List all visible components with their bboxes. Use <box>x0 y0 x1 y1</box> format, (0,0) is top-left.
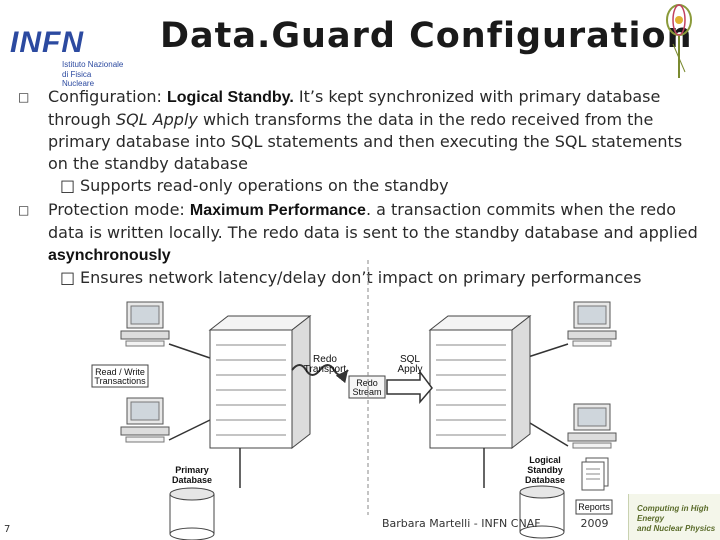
conference-line1: Computing in High Energy <box>637 504 709 523</box>
sql-apply-arrow <box>386 369 433 405</box>
footer-author: Barbara Martelli - INFN CNAF <box>382 517 541 530</box>
bullet-protection-mode: □ Protection mode: Maximum Performance. … <box>18 199 698 267</box>
reports-label: Reports <box>578 502 610 512</box>
bullet-text: . a transaction commits when the redo da… <box>48 200 698 242</box>
bullet-text: Configuration: <box>48 87 167 106</box>
infn-logo-line1: Istituto Nazionale <box>62 60 124 69</box>
sub-bullet-marker-icon: □ <box>60 176 76 195</box>
slide-title: Data.Guard Configuration <box>160 16 693 56</box>
redo-stream-label-2: Stream <box>352 387 381 397</box>
connection-line <box>168 343 211 359</box>
bullet-text: which transforms the data in the redo re… <box>48 110 683 173</box>
infn-logo: INFN Istituto Nazionale di Fisica Nuclea… <box>4 14 124 88</box>
read-write-label-box <box>91 364 149 388</box>
read-write-label: Read / Write <box>95 367 145 377</box>
sub-bullet-readonly: □ Supports read-only operations on the s… <box>18 175 698 197</box>
infn-logo-word: INFN <box>10 26 84 59</box>
standby-db-label-2: Standby <box>527 465 563 475</box>
slide-footer: Barbara Martelli - INFN CNAF 2009 <box>382 517 609 530</box>
redo-stream-box <box>348 375 386 399</box>
standby-db-label-1: Logical <box>529 455 561 465</box>
client-computer-icon <box>567 403 617 449</box>
slide-body: □ Configuration: Logical Standby. It’s k… <box>18 86 698 291</box>
sub-bullet-text: Supports read-only operations on the sta… <box>80 176 449 195</box>
redo-transport-arrow <box>291 364 349 384</box>
transactions-label: Transactions <box>94 376 146 386</box>
primary-server-icon <box>208 314 312 450</box>
sub-bullet-text: Ensures network latency/delay don’t impa… <box>80 268 642 287</box>
standby-database-icon <box>519 485 565 539</box>
sql-apply-label-1: SQL <box>400 354 420 365</box>
conference-logo-icon <box>666 4 692 78</box>
sub-bullet-marker-icon: □ <box>60 268 76 287</box>
page-number: 7 <box>4 524 11 535</box>
primary-db-label-1: Primary <box>175 465 209 475</box>
client-computer-icon <box>120 301 170 347</box>
conference-banner: Computing in High Energy and Nuclear Phy… <box>628 494 720 540</box>
infn-logo-line2: di Fisica Nucleare <box>62 70 95 88</box>
sub-bullet-latency: □ Ensures network latency/delay don’t im… <box>18 267 698 289</box>
standby-server-icon <box>428 314 532 450</box>
bullet-configuration: □ Configuration: Logical Standby. It’s k… <box>18 86 698 175</box>
bullet-text: Protection mode: <box>48 200 190 219</box>
bullet-marker-icon: □ <box>18 90 30 104</box>
redo-transport-label-1: Redo <box>313 354 337 365</box>
bullet-bold-text: asynchronously <box>48 247 171 264</box>
standby-db-label-3: Database <box>525 475 565 485</box>
connection-line <box>524 419 569 447</box>
connection-line <box>524 343 569 359</box>
primary-database-icon <box>169 487 215 540</box>
client-computer-icon <box>567 301 617 347</box>
sql-apply-label-2: Apply <box>397 364 422 375</box>
bullet-bold-text: Logical Standby. <box>166 89 294 106</box>
bullet-marker-icon: □ <box>18 203 30 217</box>
connection-line <box>168 419 211 441</box>
redo-transport-label-2: Transport <box>304 364 347 375</box>
primary-db-label-2: Database <box>172 475 212 485</box>
bullet-bold-text: Maximum Performance <box>189 202 366 219</box>
reports-document-icon <box>581 457 609 491</box>
reports-label-box <box>575 499 613 515</box>
bullet-italic-text: SQL Apply <box>115 110 198 129</box>
redo-stream-label-1: Redo <box>356 378 378 388</box>
client-computer-icon <box>120 397 170 443</box>
bullet-text: It’s kept synchronized with primary data… <box>48 87 661 129</box>
footer-year: 2009 <box>580 517 609 530</box>
conference-line2: and Nuclear Physics <box>637 524 716 533</box>
